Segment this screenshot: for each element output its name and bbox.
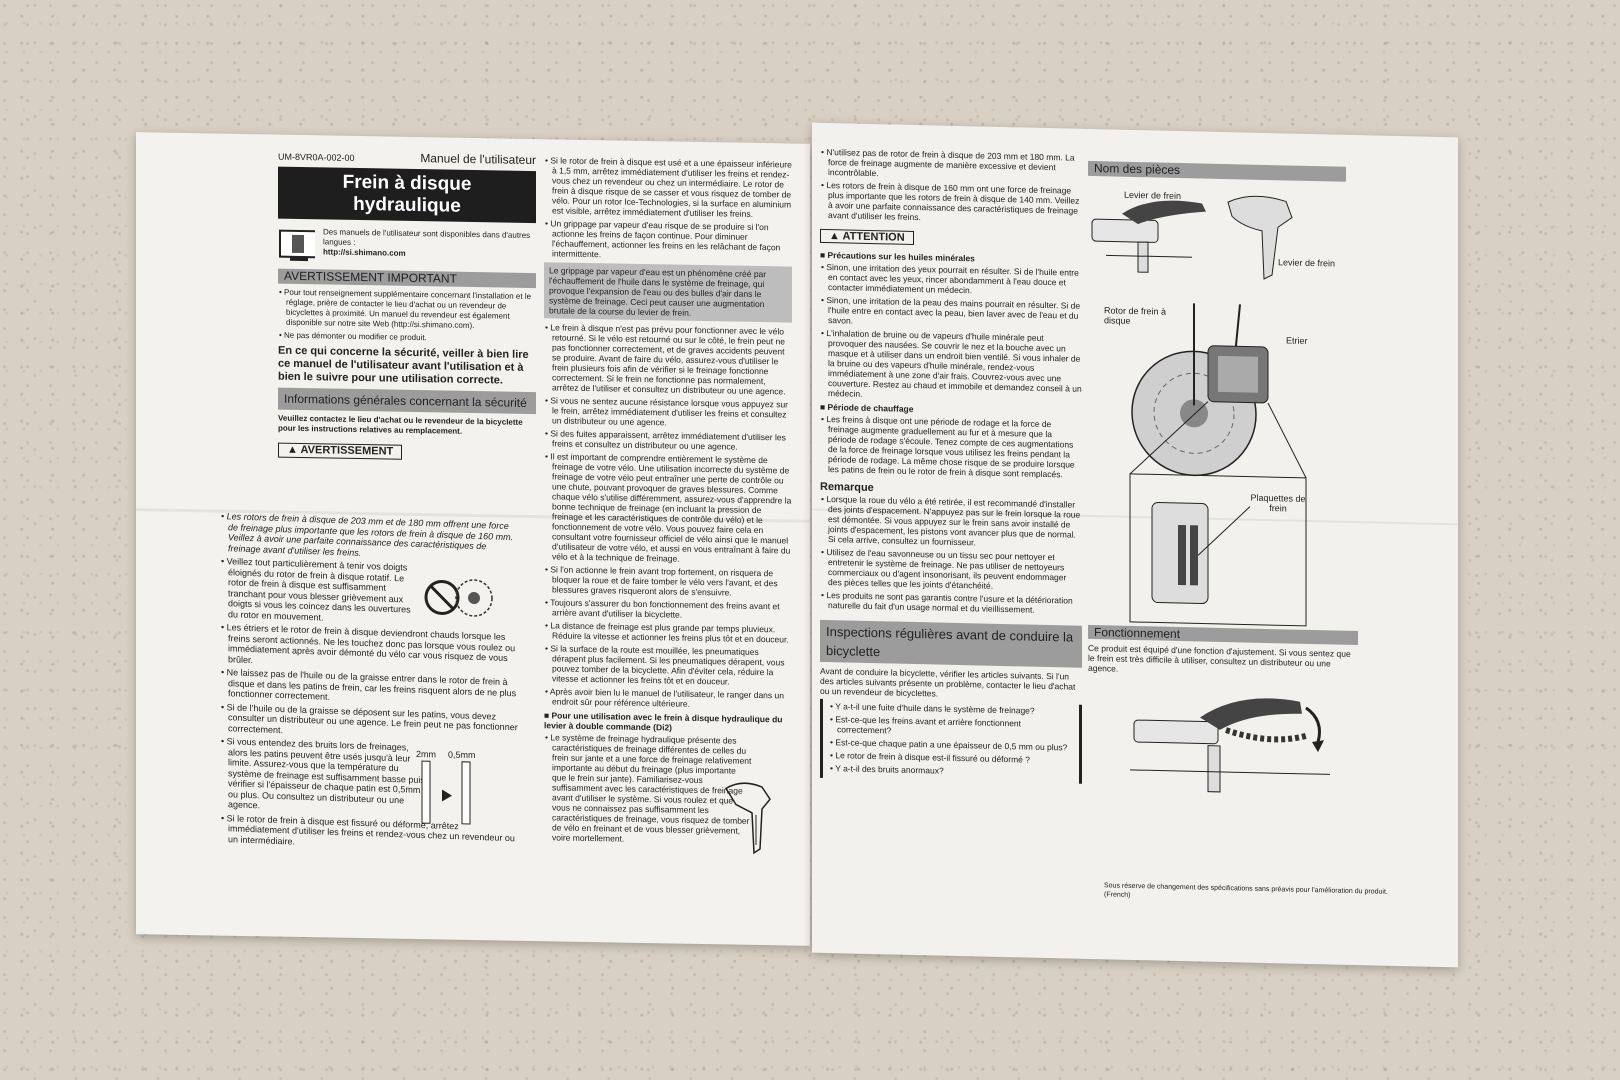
right-page: N'utilisez pas de rotor de frein à disqu… — [812, 122, 1458, 968]
important-bullet: Pour tout renseignement supplémentaire c… — [278, 288, 536, 333]
square-bullet-icon: ■ — [544, 710, 552, 721]
mid-bullet: Si vous ne sentez aucune résistance lors… — [544, 395, 792, 429]
remarque-bullet: Lorsque la roue du vélo a été retirée, i… — [820, 494, 1082, 550]
manual-label: Manuel de l'utilisateur — [420, 151, 536, 168]
parts-header: Nom des pièces — [1088, 160, 1346, 182]
brake-parts-illustration — [1091, 195, 1307, 627]
parts-column: Nom des pièces — [1088, 157, 1346, 186]
rotor-wear-bullet: Si le rotor de frein à disque est usé et… — [544, 155, 792, 219]
middle-column: Si le rotor de frein à disque est usé et… — [544, 155, 792, 849]
lever-label-2: Levier de frein — [1278, 257, 1336, 269]
mid-bullet: Il est important de comprendre entièreme… — [544, 451, 792, 565]
function-header: Fonctionnement — [1088, 624, 1358, 646]
mid-bullet: Toujours s'assurer du bon fonctionnement… — [544, 597, 792, 621]
inspections-checklist: Y a-t-il une fuite d'huile dans le systè… — [820, 698, 1082, 784]
languages-text: Des manuels de l'utilisateur sont dispon… — [323, 227, 536, 261]
warning-item: Les rotors de frein à disque de 203 mm e… — [220, 511, 520, 563]
general-safety-header: Informations générales concernant la séc… — [278, 387, 536, 415]
square-bullet-icon: ■ — [820, 249, 828, 261]
title-line-2: hydraulique — [353, 193, 461, 217]
parts-diagram: Levier de frein Levier de frein Rotor de… — [1082, 183, 1352, 629]
remarque-bullet: Les produits ne sont pas garantis contre… — [820, 590, 1082, 616]
mid-bullet: La distance de freinage est plus grande … — [544, 620, 792, 644]
mineral-oil-bullet: Sinon, une irritation des yeux pourrait … — [820, 262, 1082, 298]
warning-badge: ▲ AVERTISSEMENT — [278, 442, 403, 460]
function-text: Ce produit est équipé d'une fonction d'a… — [1088, 642, 1351, 674]
caliper-label: Etrier — [1286, 335, 1308, 346]
warning-label: AVERTISSEMENT — [300, 443, 394, 458]
no-finger-icon — [424, 579, 493, 617]
important-header: AVERTISSEMENT IMPORTANT — [278, 268, 536, 289]
mid-bullet: Si l'on actionne le frein avant trop for… — [544, 564, 792, 598]
heating-header-text: Période de chauffage — [827, 402, 914, 414]
safety-note: En ce qui concerne la sécurité, veiller … — [278, 344, 529, 387]
pads-label: Plaquettes de frein — [1250, 492, 1306, 514]
checklist-item: Y a-t-il des bruits anormaux? — [829, 763, 1073, 779]
heating-bullet: Les freins à disque ont une période de r… — [820, 414, 1082, 480]
di2-header: ■ Pour une utilisation avec le frein à d… — [544, 710, 792, 734]
manual-book-icon — [279, 229, 315, 262]
shift-lever-icon — [724, 782, 771, 855]
vapor-bullet: Un grippage par vapeur d'eau risque de s… — [544, 218, 792, 262]
left-page: UM-8VR0A-002-00 Manuel de l'utilisateur … — [136, 132, 810, 946]
right-text-column: N'utilisez pas de rotor de frein à disqu… — [820, 147, 1082, 784]
mineral-oil-bullet: Sinon, une irritation de la peau des mai… — [820, 295, 1082, 331]
warning-triangle-icon: ▲ — [829, 230, 840, 243]
warning-item: Les étriers et le rotor de frein à disqu… — [220, 622, 520, 674]
mid-bullet: Si des fuites apparaissent, arrêtez immé… — [544, 428, 792, 452]
mid-bullet: Le frein à disque n'est pas prévu pour f… — [544, 322, 792, 396]
languages-block: Des manuels de l'utilisateur sont dispon… — [278, 227, 536, 268]
function-column: Fonctionnement Ce produit est équipé d'u… — [1088, 621, 1358, 682]
remarque-bullet: Utilisez de l'eau savonneuse ou un tissu… — [820, 547, 1082, 593]
warning-item: Si vous entendez des bruits lors de frei… — [220, 736, 428, 817]
warning-triangle-icon: ▲ — [287, 443, 298, 456]
vapor-info-box: Le grippage par vapeur d'eau est un phén… — [544, 262, 792, 323]
rotor-label: Rotor de frein à disque — [1104, 305, 1167, 326]
attention-badge: ▲ ATTENTION — [820, 228, 914, 245]
general-safety-text: Veuillez contactez le lieu d'achat ou le… — [278, 413, 523, 436]
mineral-oil-header-text: Précautions sur les huiles minérales — [827, 250, 975, 264]
doc-code: UM-8VR0A-002-00 — [278, 151, 355, 163]
mid-bullet: Si la surface de la route est mouillée, … — [544, 643, 792, 687]
important-bullet: Ne pas démonter ou modifier ce produit. — [278, 331, 536, 346]
checklist-item: Est-ce-que les freins avant et arrière f… — [829, 714, 1073, 740]
inspections-text: Avant de conduire la bicyclette, vérifie… — [820, 665, 1076, 699]
pad-wear-icon — [421, 760, 471, 825]
rotor-size-bullet: Les rotors de frein à disque de 160 mm o… — [820, 180, 1082, 226]
lever-adjustment-illustration — [1130, 698, 1330, 793]
di2-lever-figure — [722, 778, 782, 859]
left-column: UM-8VR0A-002-00 Manuel de l'utilisateur … — [278, 151, 536, 466]
attention-label: ATTENTION — [842, 230, 905, 244]
inspections-header: Inspections régulières avant de conduire… — [820, 619, 1082, 668]
di2-bullet: Le système de freinage hydraulique prése… — [544, 732, 752, 846]
square-bullet-icon: ■ — [820, 401, 828, 413]
adjustment-figure — [1130, 686, 1340, 821]
pad-label-2mm: 2mm — [416, 749, 436, 760]
warning-item: Veillez tout particulièrement à tenir vo… — [220, 556, 418, 626]
pad-label-05mm: 0,5mm — [448, 749, 476, 761]
pad-thickness-figure: 2mm 0,5mm — [416, 749, 486, 830]
mid-bullet: Après avoir bien lu le manuel de l'utili… — [544, 686, 792, 710]
doc-header: UM-8VR0A-002-00 Manuel de l'utilisateur — [278, 151, 536, 168]
rotor-size-bullet: N'utilisez pas de rotor de frein à disqu… — [820, 147, 1082, 183]
document-title: Frein à disque hydraulique — [278, 166, 536, 224]
lever-label-1: Levier de frein — [1124, 189, 1182, 202]
mineral-oil-bullet: L'inhalation de bruine ou de vapeurs d'h… — [820, 328, 1082, 404]
footer-note: Sous réserve de changement des spécifica… — [1104, 882, 1388, 899]
di2-header-text: Pour une utilisation avec le frein à dis… — [544, 710, 783, 733]
rotor-finger-figure — [422, 575, 496, 620]
